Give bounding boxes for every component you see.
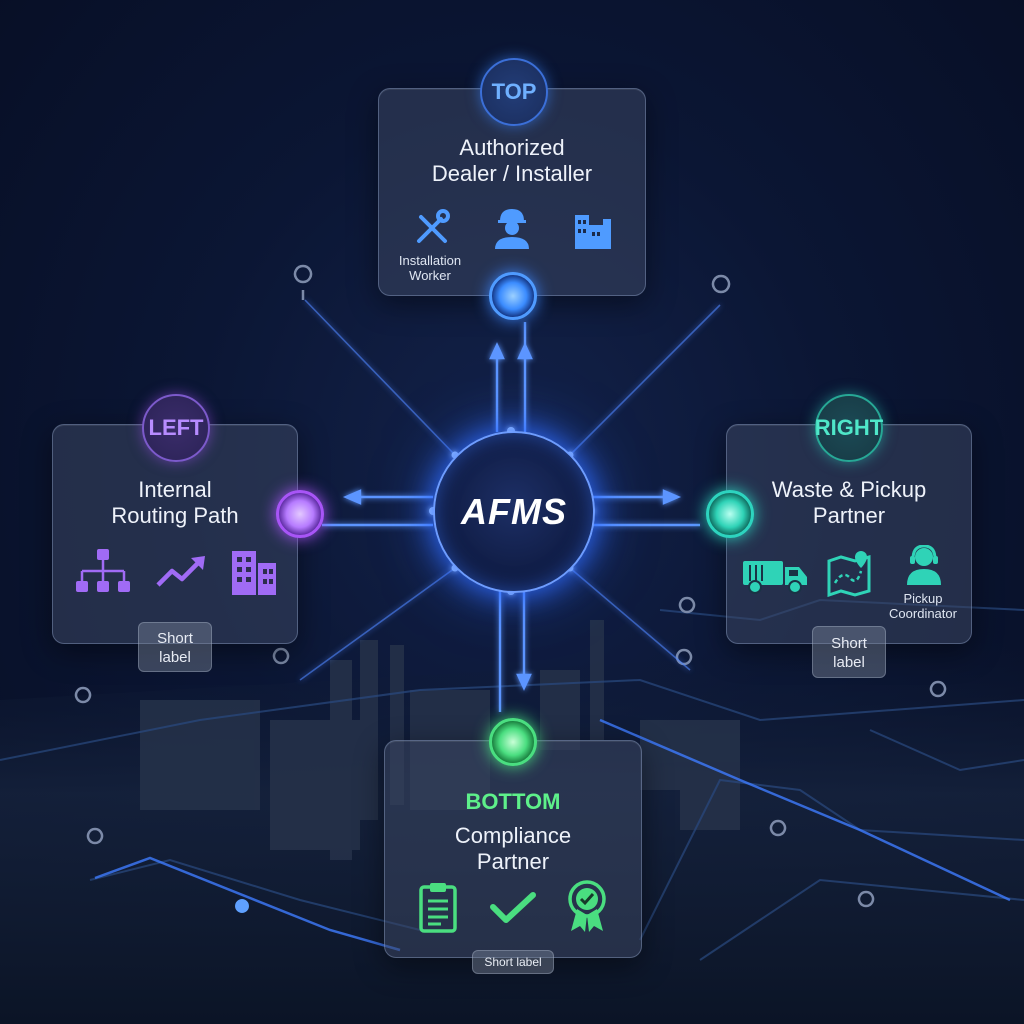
checkmark-icon	[490, 892, 536, 923]
right-short-label: Short label	[812, 626, 886, 678]
left-badge-label: LEFT	[148, 415, 204, 440]
left-card[interactable]: Internal Routing Path	[52, 424, 298, 644]
headset-user-icon	[907, 545, 941, 585]
right-card[interactable]: Waste & Pickup Partner Pickup Coordinato…	[726, 424, 972, 644]
right-short-label-line1: Short	[831, 635, 867, 652]
top-title-line2: Dealer / Installer	[431, 161, 593, 186]
clipboard-icon	[419, 883, 457, 933]
bottom-badge-label: BOTTOM	[465, 789, 561, 814]
bottom-card[interactable]: BOTTOM Compliance Partner	[384, 740, 642, 958]
left-title-line2: Routing Path	[111, 503, 239, 528]
left-connector-node[interactable]	[276, 490, 324, 538]
top-title-line1: Authorized	[459, 135, 565, 160]
right-title-line2: Partner	[812, 503, 886, 528]
bottom-short-label: Short label	[472, 950, 554, 974]
left-short-label: Short label	[138, 622, 212, 672]
route-map-icon	[827, 551, 871, 597]
right-title-line1: Waste & Pickup	[771, 477, 927, 502]
top-icon-caption-2: Worker	[409, 268, 451, 283]
bottom-title-line2: Partner	[476, 849, 550, 874]
top-badge: TOP	[480, 58, 548, 126]
right-short-label-line2: label	[833, 654, 865, 671]
right-badge: RIGHT	[815, 394, 883, 462]
left-title-line1: Internal	[138, 477, 212, 502]
right-badge-label: RIGHT	[814, 415, 884, 440]
hub-label: AFMS	[461, 491, 567, 532]
wrench-screwdriver-icon	[417, 209, 450, 243]
worker-icon	[495, 209, 529, 249]
top-badge-label: TOP	[491, 79, 537, 104]
left-short-label-line2: label	[159, 649, 191, 666]
right-connector-node[interactable]	[706, 490, 754, 538]
right-icon-caption-1: Pickup	[903, 591, 943, 606]
right-icon-caption-2: Coordinator	[889, 606, 957, 621]
bottom-connector-node[interactable]	[489, 718, 537, 766]
bottom-title-line1: Compliance	[454, 823, 572, 848]
factory-icon	[575, 215, 611, 249]
top-connector-node[interactable]	[489, 272, 537, 320]
buildings-icon	[232, 551, 276, 595]
truck-icon	[743, 561, 807, 594]
left-short-label-line1: Short	[157, 630, 193, 647]
award-badge-icon	[568, 880, 606, 932]
afms-hub[interactable]: AFMS	[433, 431, 595, 593]
top-icon-caption-1: Installation	[398, 253, 462, 268]
trend-up-icon	[156, 556, 205, 587]
left-badge: LEFT	[142, 394, 210, 462]
org-chart-icon	[76, 549, 130, 592]
